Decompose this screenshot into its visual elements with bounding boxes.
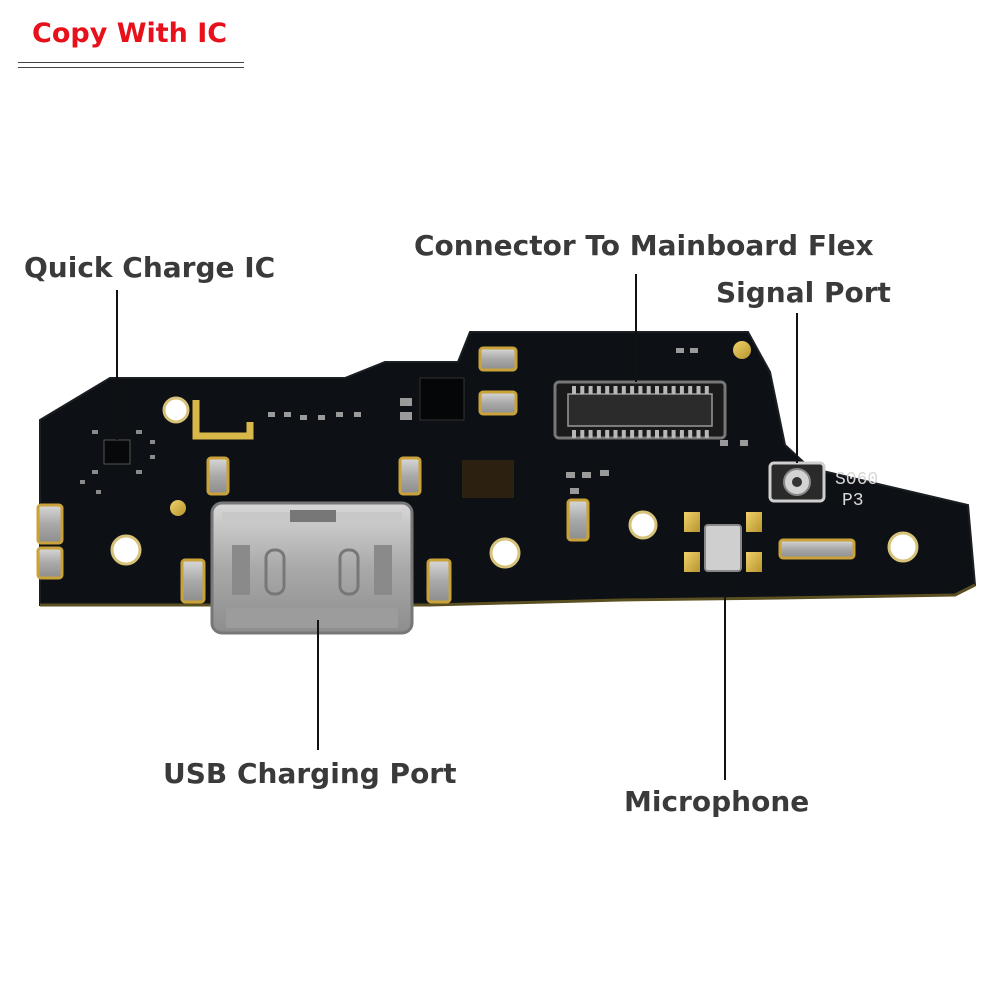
quick-charge-ic-chip: [80, 430, 155, 494]
silkscreen-line1: S060: [835, 470, 878, 490]
connector-label: Connector To Mainboard Flex: [414, 229, 874, 262]
microphone-label: Microphone: [624, 785, 810, 818]
silkscreen-line2: P3: [842, 491, 864, 511]
power-ic: [419, 377, 465, 421]
test-pads: [170, 341, 751, 516]
signal-port-antenna-connector: [768, 461, 826, 503]
mainboard-flex-connector: [553, 380, 727, 440]
spring-contacts: [36, 346, 856, 604]
usb-c-port: [210, 501, 414, 635]
quick-charge-ic-label: Quick Charge IC: [24, 251, 276, 284]
signal-port-label: Signal Port: [716, 276, 891, 309]
leader-lines: [116, 274, 798, 780]
copy-with-ic-badge: Copy With IC: [18, 6, 244, 68]
smd-components: [268, 348, 748, 494]
mounting-holes: [110, 396, 919, 569]
pcb-glint: [462, 460, 514, 498]
gold-bracket: [192, 400, 254, 440]
usb-charging-port-label: USB Charging Port: [163, 757, 457, 790]
microphone-component: [684, 512, 762, 572]
badge-text: Copy With IC: [32, 18, 228, 49]
